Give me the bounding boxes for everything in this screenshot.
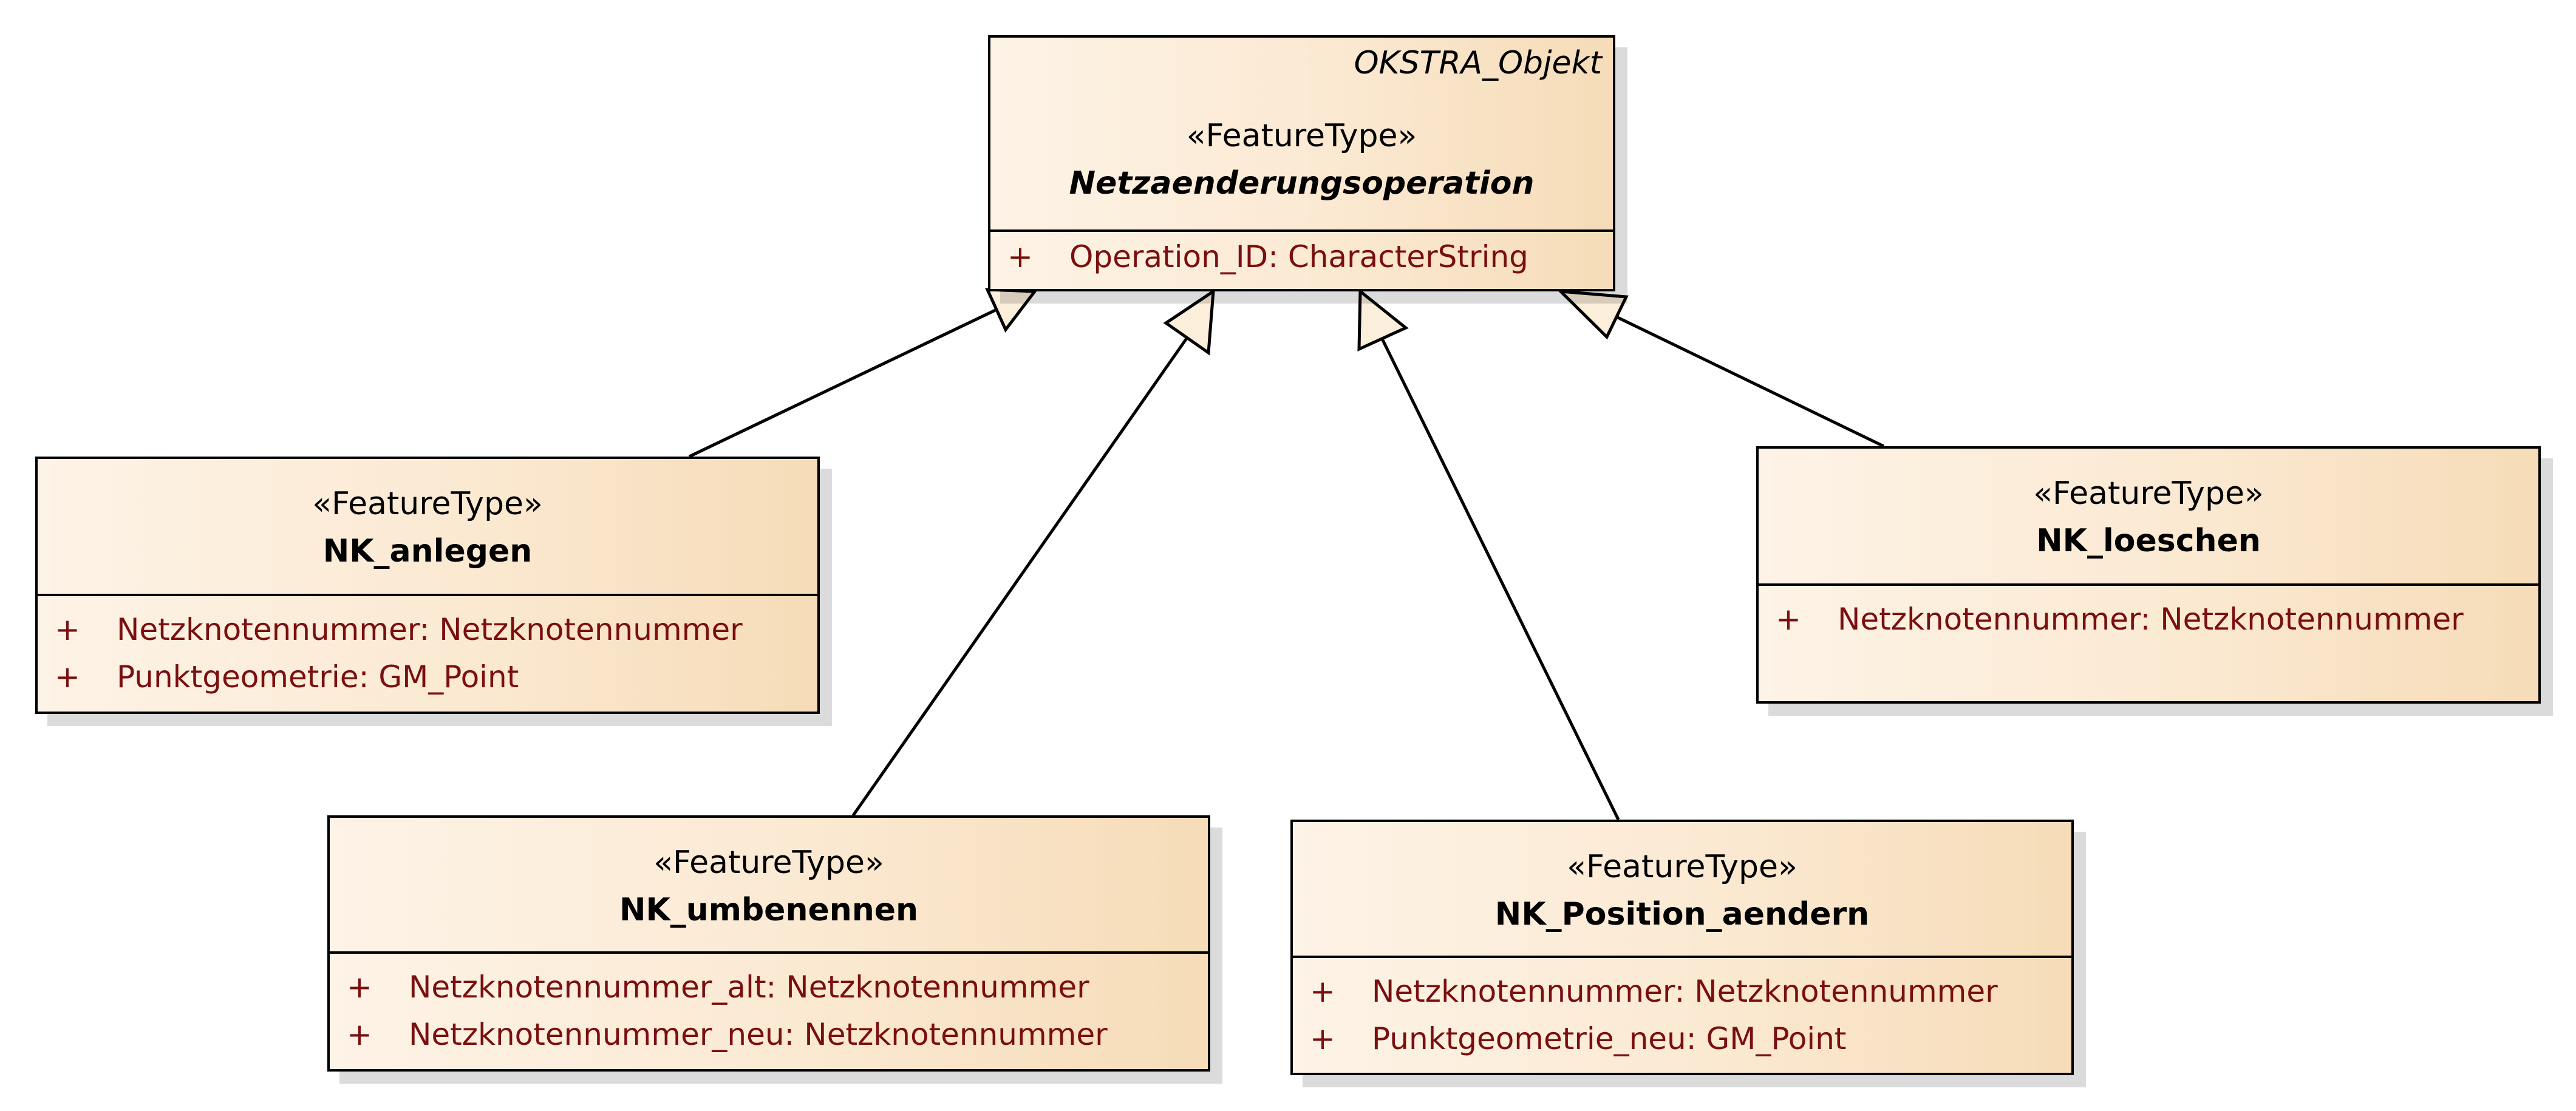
visibility-marker: + (1310, 974, 1335, 1009)
class-name: Netzaenderungsoperation (1069, 165, 1535, 202)
visibility-marker: + (1310, 1021, 1335, 1056)
attribute-text: Operation_ID: CharacterString (1069, 239, 1528, 274)
visibility-marker: + (347, 970, 372, 1005)
stereotype-label: «FeatureType» (312, 486, 543, 522)
generalization-nk-umbenennen (851, 288, 1215, 817)
class-nk-loeschen[interactable]: «FeatureType» NK_loeschen + Netzknotennu… (1756, 446, 2541, 704)
generalization-nk-position-aendern (1357, 288, 1620, 821)
attribute-row[interactable]: + Netzknotennummer: Netzknotennummer (1759, 602, 2538, 648)
class-nk-anlegen[interactable]: «FeatureType» NK_anlegen + Netzknotennum… (35, 457, 820, 714)
class-name: NK_loeschen (2036, 523, 2261, 559)
parent-class-tag: OKSTRA_Objekt (1354, 45, 1602, 81)
attribute-row[interactable]: + Punktgeometrie: GM_Point (38, 659, 817, 705)
attribute-row[interactable]: + Netzknotennummer: Netzknotennummer (1293, 974, 2071, 1020)
attribute-row[interactable]: + Punktgeometrie_neu: GM_Point (1293, 1021, 2071, 1067)
visibility-marker: + (55, 659, 80, 695)
attribute-text: Netzknotennummer: Netzknotennummer (1372, 974, 1998, 1009)
stereotype-label: «FeatureType» (653, 844, 884, 881)
class-nk-umbenennen[interactable]: «FeatureType» NK_umbenennen + Netzknoten… (327, 815, 1210, 1072)
attribute-text: Punktgeometrie: GM_Point (117, 659, 519, 695)
class-nk-position-aendern[interactable]: «FeatureType» NK_Position_aendern + Netz… (1290, 820, 2074, 1075)
attribute-text: Netzknotennummer: Netzknotennummer (1838, 602, 2464, 637)
class-header: OKSTRA_Objekt «FeatureType» Netzaenderun… (990, 38, 1613, 232)
attribute-text: Netzknotennummer_neu: Netzknotennummer (409, 1017, 1108, 1052)
class-header: «FeatureType» NK_loeschen (1759, 449, 2538, 586)
class-header: «FeatureType» NK_Position_aendern (1293, 822, 2071, 958)
visibility-marker: + (347, 1017, 372, 1052)
class-name: NK_Position_aendern (1494, 896, 1870, 933)
class-header: «FeatureType» NK_anlegen (38, 459, 817, 596)
class-netzaenderungsoperation[interactable]: OKSTRA_Objekt «FeatureType» Netzaenderun… (988, 35, 1615, 291)
generalization-nk-anlegen (688, 288, 1038, 458)
stereotype-label: «FeatureType» (2033, 475, 2264, 512)
class-name: NK_umbenennen (619, 892, 919, 928)
attribute-row[interactable]: + Netzknotennummer: Netzknotennummer (38, 612, 817, 658)
class-name: NK_anlegen (322, 533, 533, 569)
attribute-text: Punktgeometrie_neu: GM_Point (1372, 1021, 1847, 1056)
attribute-text: Netzknotennummer: Netzknotennummer (117, 612, 743, 647)
generalization-nk-loeschen (1556, 289, 1885, 448)
visibility-marker: + (55, 612, 80, 647)
stereotype-label: «FeatureType» (1186, 118, 1417, 154)
attribute-text: Netzknotennummer_alt: Netzknotennummer (409, 970, 1089, 1005)
attribute-row[interactable]: + Netzknotennummer_alt: Netzknotennummer (330, 970, 1208, 1016)
class-header: «FeatureType» NK_umbenennen (330, 818, 1208, 954)
attribute-row[interactable]: + Operation_ID: CharacterString (990, 239, 1613, 285)
visibility-marker: + (1007, 239, 1033, 274)
stereotype-label: «FeatureType» (1567, 849, 1797, 885)
visibility-marker: + (1776, 602, 1801, 637)
attribute-row[interactable]: + Netzknotennummer_neu: Netzknotennummer (330, 1017, 1208, 1063)
